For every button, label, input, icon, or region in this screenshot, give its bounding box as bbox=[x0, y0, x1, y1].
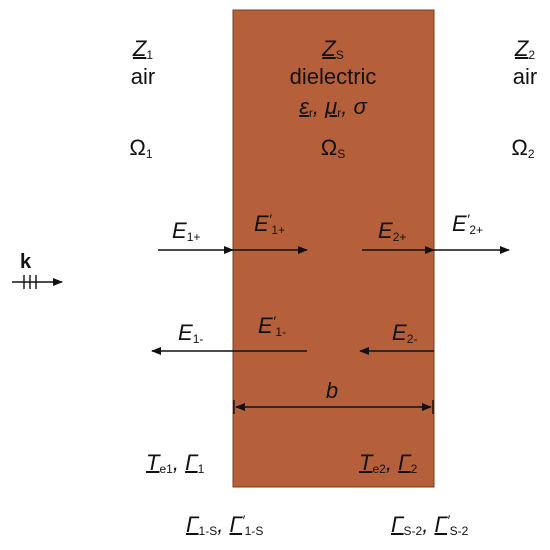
coeff-left-slab: Γ1-S, Γ′1-S bbox=[186, 512, 264, 538]
slab-medium: dielectric bbox=[289, 64, 377, 89]
field-e1-minus: E1- bbox=[178, 320, 204, 346]
region2-domain: Ω2 bbox=[511, 135, 535, 161]
coeff-left-interface: Te1, Γ1 bbox=[146, 450, 205, 476]
region1-domain: Ω1 bbox=[129, 135, 153, 161]
region2-medium: air bbox=[512, 64, 538, 89]
region2-impedance: Z2 bbox=[514, 36, 536, 62]
slab-material-params: εr, μr, σ bbox=[299, 94, 367, 120]
field-e1-minus-prime: E′1- bbox=[258, 313, 286, 339]
slab-impedance: ZS bbox=[322, 36, 344, 62]
field-e1-plus: E1+ bbox=[172, 218, 201, 244]
coeff-right-slab: ΓS-2, Γ′S-2 bbox=[391, 512, 469, 538]
field-e2-plus: E2+ bbox=[378, 218, 407, 244]
slab-domain: ΩS bbox=[320, 135, 346, 161]
field-e2-plus-prime: E′2+ bbox=[452, 211, 483, 237]
region1-medium: air bbox=[130, 64, 156, 89]
field-e2-minus: E2- bbox=[392, 320, 418, 346]
region1-impedance: Z1 bbox=[132, 36, 154, 62]
field-e1-plus-prime: E′1+ bbox=[254, 211, 285, 237]
wave-vector-label: k bbox=[20, 251, 32, 273]
thickness-label: b bbox=[325, 378, 339, 403]
coeff-right-interface: Te2, Γ2 bbox=[359, 450, 418, 476]
